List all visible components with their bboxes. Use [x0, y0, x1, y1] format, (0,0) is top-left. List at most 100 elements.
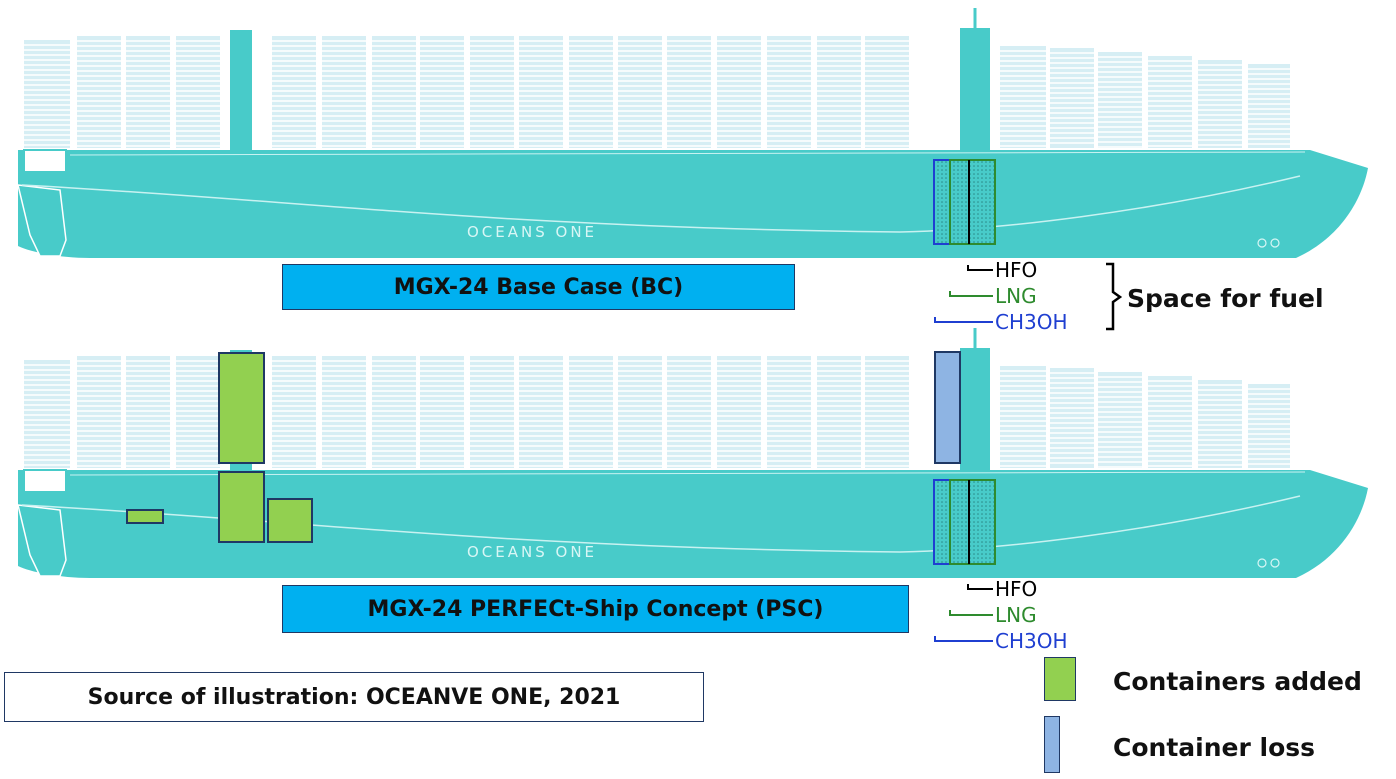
stern-housing — [23, 149, 67, 173]
container-bay — [1050, 48, 1094, 148]
hfo-label-bc: HFO — [995, 258, 1038, 282]
lng-label-psc: LNG — [995, 603, 1037, 627]
container-bay — [717, 36, 761, 148]
legend-loss-label: Container loss — [1113, 733, 1316, 762]
container-stack — [24, 40, 70, 148]
container-stack — [176, 36, 220, 148]
container-bay — [1000, 366, 1046, 468]
forward-bridge — [230, 30, 252, 150]
container-bay — [817, 356, 861, 468]
container-bay — [865, 356, 909, 468]
container-stack — [1248, 384, 1290, 468]
container-stack — [1148, 376, 1192, 468]
space-for-fuel-label: Space for fuel — [1127, 284, 1324, 313]
waterline — [21, 175, 1301, 233]
container-bay — [1050, 368, 1094, 468]
aft-funnel — [960, 28, 990, 150]
container-stack — [817, 36, 861, 148]
container-stack — [322, 356, 366, 468]
container-bay — [24, 40, 70, 148]
container-stack — [767, 356, 811, 468]
container-bay — [1098, 52, 1142, 148]
fuel-tank-space — [933, 479, 996, 565]
container-stack — [865, 36, 909, 148]
container-bay — [1248, 384, 1290, 468]
added-container-block-hold-2 — [267, 498, 313, 543]
porthole — [1257, 558, 1267, 568]
ch3oh-tank — [933, 479, 996, 565]
added-container-block-deck — [218, 352, 265, 464]
porthole — [1257, 238, 1267, 248]
container-bay — [470, 36, 514, 148]
container-bay — [1148, 376, 1192, 468]
added-container-block-hold-1 — [218, 471, 265, 543]
container-bay — [667, 356, 711, 468]
hull-name-bc: OCEANS ONE — [467, 223, 598, 241]
lost-container-block — [934, 351, 961, 464]
fuel-lines-bc — [934, 262, 1123, 331]
container-bay — [519, 36, 563, 148]
container-stack — [372, 356, 416, 468]
container-stack — [618, 36, 662, 148]
porthole — [1270, 558, 1280, 568]
lng-tank — [949, 479, 996, 565]
container-stack — [519, 36, 563, 148]
legend-loss-swatch — [1044, 716, 1060, 773]
container-stack — [569, 36, 613, 148]
container-bay — [717, 356, 761, 468]
container-bay — [667, 36, 711, 148]
space-for-fuel-brace — [1106, 262, 1123, 331]
porthole — [1270, 238, 1280, 248]
container-bay — [372, 356, 416, 468]
deck-line — [69, 151, 1306, 156]
container-bay — [77, 356, 121, 468]
hull — [18, 150, 1368, 258]
container-bay — [569, 356, 613, 468]
container-stack — [77, 356, 121, 468]
deck-line — [69, 471, 1306, 476]
base-case-ship — [17, 8, 1368, 258]
aft-funnel — [960, 348, 990, 470]
container-stack — [667, 36, 711, 148]
container-stack — [322, 36, 366, 148]
container-stack — [126, 36, 170, 148]
container-stack — [420, 36, 464, 148]
container-stack — [717, 356, 761, 468]
source-caption: Source of illustration: OCEANVE ONE, 202… — [4, 672, 704, 722]
container-bay — [470, 356, 514, 468]
ch3oh-label-bc: CH3OH — [995, 310, 1068, 334]
container-bay — [272, 356, 316, 468]
psc-title: MGX-24 PERFECt-Ship Concept (PSC) — [282, 585, 909, 633]
container-bay — [1198, 380, 1242, 468]
container-stack — [470, 356, 514, 468]
containers-added-marks — [126, 352, 313, 543]
container-stack — [372, 36, 416, 148]
hull — [18, 470, 1368, 578]
container-bay — [865, 36, 909, 148]
container-bay — [767, 36, 811, 148]
container-bay — [176, 356, 220, 468]
container-stack — [618, 356, 662, 468]
container-bay — [322, 356, 366, 468]
container-bay — [372, 36, 416, 148]
stern-housing — [23, 469, 67, 493]
container-stack — [420, 356, 464, 468]
container-stack — [176, 356, 220, 468]
container-stack — [77, 36, 121, 148]
container-stack — [817, 356, 861, 468]
container-stack — [1148, 56, 1192, 148]
legend-added-swatch — [1044, 657, 1076, 701]
container-bay — [569, 36, 613, 148]
added-container-block-stern — [126, 509, 164, 524]
container-bay — [1248, 64, 1290, 148]
container-bay — [126, 36, 170, 148]
container-stack — [272, 36, 316, 148]
ch3oh-tank — [933, 159, 996, 245]
container-stack — [865, 356, 909, 468]
hull-name-psc: OCEANS ONE — [467, 543, 598, 561]
container-bay — [24, 360, 70, 468]
container-stack — [272, 356, 316, 468]
container-bay — [176, 36, 220, 148]
container-bay — [618, 36, 662, 148]
